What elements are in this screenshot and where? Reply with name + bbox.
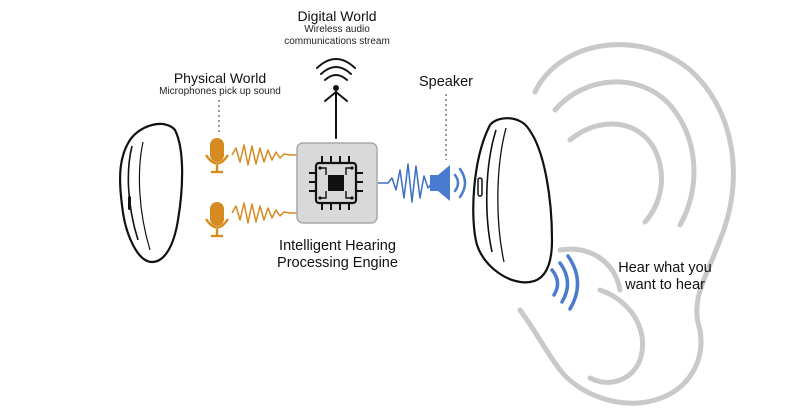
digital-world-sub-line2: communications stream bbox=[284, 35, 390, 47]
audio-wave-output bbox=[378, 163, 433, 203]
digital-world-title: Digital World bbox=[297, 8, 377, 24]
hear-label: Hear what you want to hear bbox=[610, 260, 720, 293]
antenna-icon bbox=[316, 58, 356, 139]
microphone-icon bbox=[204, 202, 230, 238]
digital-world-sub-line1: Wireless audio bbox=[304, 24, 370, 36]
speaker-icon bbox=[430, 165, 467, 201]
earbud-left-illustration bbox=[118, 122, 184, 264]
ear-illustration bbox=[517, 42, 736, 406]
chip-icon bbox=[296, 142, 378, 224]
earbud-right-illustration bbox=[472, 117, 554, 284]
microphone-icon bbox=[204, 138, 230, 174]
physical-world-label: Physical World Microphones pick up sound bbox=[140, 70, 300, 98]
digital-world-label: Digital World Wireless audio communicati… bbox=[262, 8, 412, 47]
engine-line1: Intelligent Hearing bbox=[279, 238, 396, 254]
physical-world-title: Physical World bbox=[173, 70, 267, 86]
audio-wave-input bbox=[231, 144, 298, 224]
engine-line2: Processing Engine bbox=[277, 254, 398, 271]
hear-line1: Hear what you bbox=[618, 260, 712, 276]
leader-lines bbox=[218, 94, 447, 160]
sound-arcs bbox=[550, 254, 580, 311]
hear-line2: want to hear bbox=[625, 276, 705, 293]
physical-world-sub: Microphones pick up sound bbox=[159, 86, 281, 98]
engine-label: Intelligent Hearing Processing Engine bbox=[255, 238, 420, 271]
speaker-label: Speaker bbox=[418, 74, 473, 90]
